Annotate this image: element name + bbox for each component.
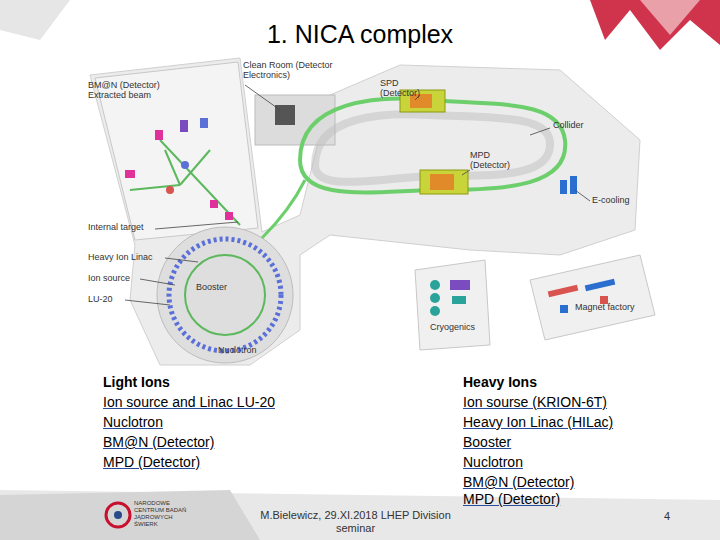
list-heading: Light Ions (103, 374, 353, 390)
corner-decoration (590, 0, 720, 50)
footer-band (0, 490, 260, 540)
part-label: Magnet factory (575, 302, 655, 312)
nuclotron-hall (157, 227, 293, 363)
mpd-detector (420, 170, 468, 194)
cryogenics-equipment (430, 280, 470, 316)
leader-line (125, 85, 590, 305)
list-heading: Heavy Ions (463, 374, 713, 390)
list-item: Ion source and Linac LU-20 (103, 394, 353, 410)
part-label: Nuclotron (218, 345, 278, 355)
part-label: E-cooling (592, 195, 662, 205)
magnet-factory (530, 255, 655, 340)
part-label: Heavy Ion Linac (88, 252, 173, 262)
list-item: BM@N (Detector) (103, 434, 353, 450)
logo-text: NARODOWE CENTRUM BADAŃ JĄDROWYCH ŚWIERK (134, 500, 194, 528)
footer-band (0, 490, 720, 540)
corner-decoration (0, 0, 70, 40)
part-label: Ion source (88, 273, 158, 283)
part-label: BM@N (Detector) Extracted beam (88, 80, 180, 101)
transfer-line (262, 180, 305, 238)
cryogenics-building (415, 260, 490, 350)
logo-symbol (114, 511, 122, 519)
corner-decoration (640, 0, 700, 35)
footer-note: M.Bielewicz, 29.XI.2018 LHEP Division se… (243, 509, 468, 534)
part-label: Collider (553, 120, 623, 130)
list-item: Nuclotron (463, 454, 713, 470)
list-item: Ion sourse (KRION-6T) (463, 394, 713, 410)
page-number: 4 (664, 510, 684, 523)
booster-ring (185, 255, 265, 335)
collider-ring (300, 99, 565, 193)
part-label: MPD (Detector) (470, 150, 530, 171)
slide-title: 1. NICA complex (0, 20, 720, 49)
list-item: Heavy Ion Linac (HILac) (463, 414, 713, 430)
part-label: Internal target (88, 222, 168, 232)
nuclotron-ring (169, 239, 281, 351)
bmn-detector (125, 118, 240, 225)
part-label: LU-20 (88, 294, 138, 304)
electronics-rack (275, 105, 295, 125)
e-cooling (560, 176, 577, 194)
part-label: SPD (Detector) (380, 78, 440, 99)
list-item: Nuclotron (103, 414, 353, 430)
part-label: Cryogenics (430, 322, 490, 332)
list-item: BM@N (Detector) (463, 474, 713, 490)
list-item: Booster (463, 434, 713, 450)
part-label: Booster (196, 282, 246, 292)
list-item: MPD (Detector) (103, 454, 353, 470)
logo-symbol (106, 503, 130, 527)
list-item: MPD (Detector) (463, 491, 713, 507)
part-label: Clean Room (Detector Electronics) (243, 60, 353, 81)
